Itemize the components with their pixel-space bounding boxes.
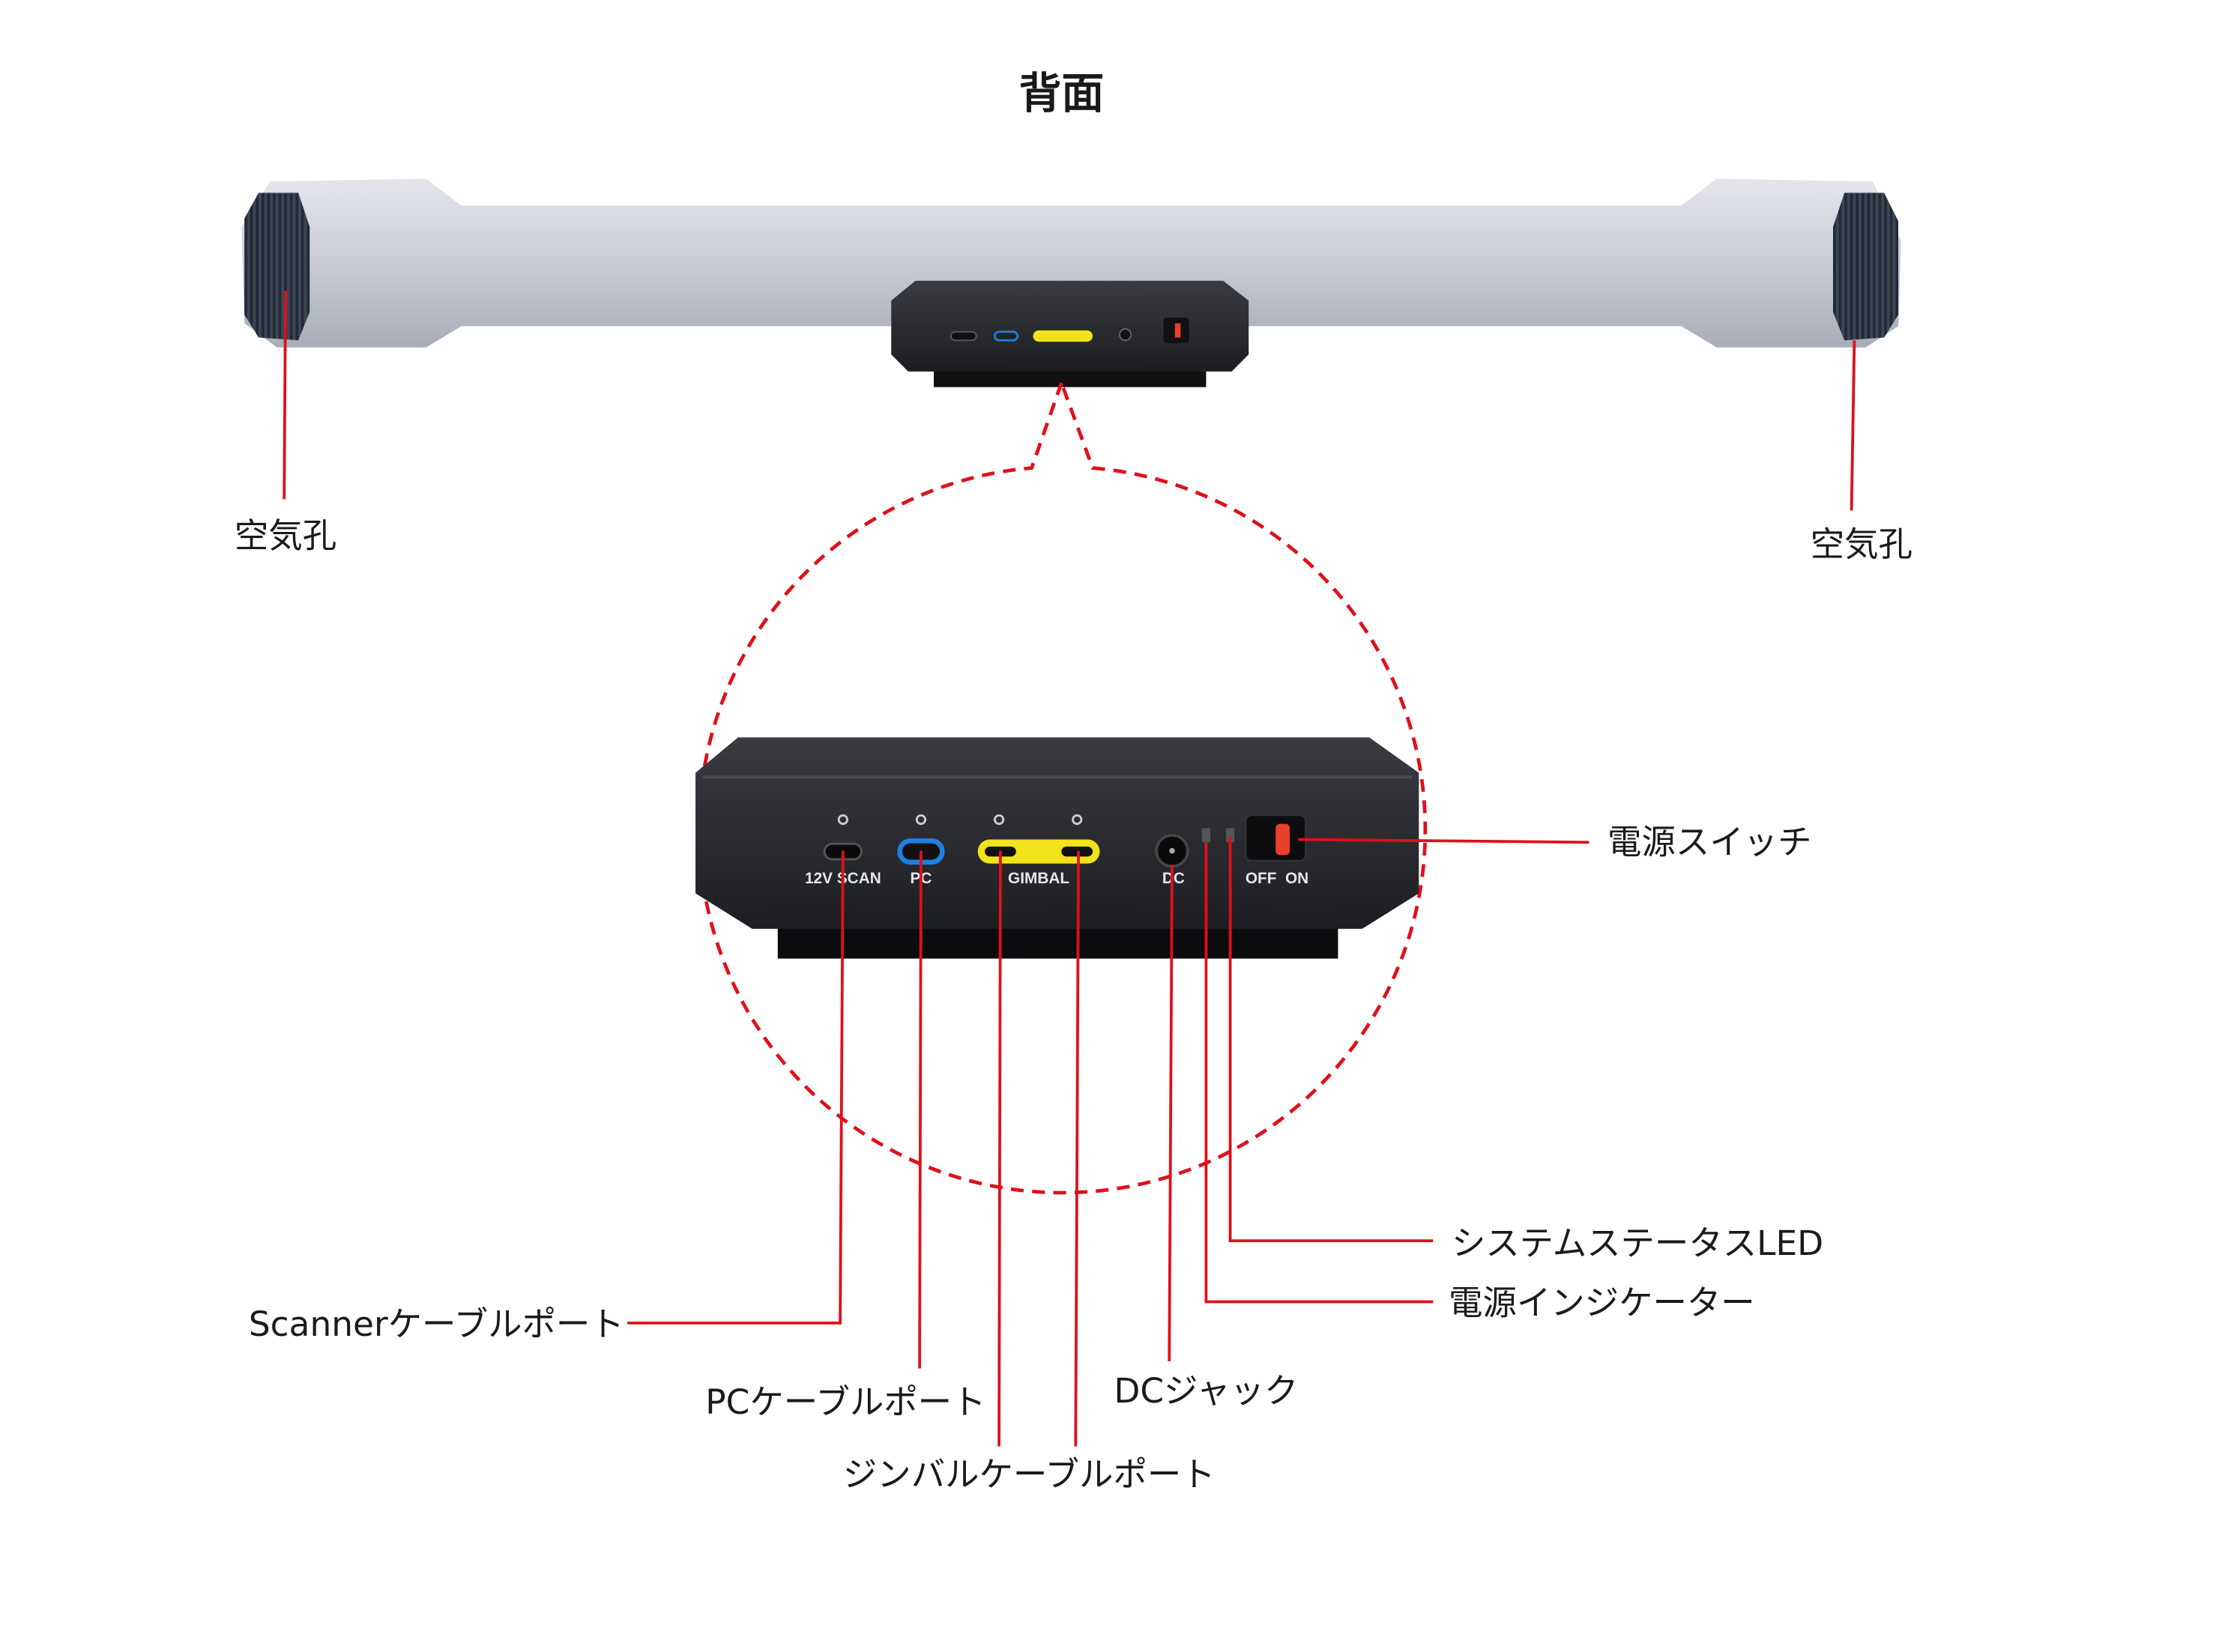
leader-vent-right <box>1850 340 1856 511</box>
leader-power-indicator <box>1204 842 1434 1304</box>
page-title: 背面 <box>1019 69 1105 118</box>
callout-gimbal-port: ジンバルケーブルポート <box>843 1455 1216 1495</box>
magnifier-outline <box>697 378 1428 1195</box>
leader-scanner-port <box>627 850 845 1325</box>
leader-gimbal-port-2 <box>1074 850 1080 1447</box>
leader-dc-jack <box>1168 865 1174 1362</box>
gimbal-port <box>977 839 1100 864</box>
port-label-switch: OFF ON <box>1246 870 1308 887</box>
callout-vent-left: 空気孔 <box>235 516 336 556</box>
leader-status-led <box>1228 836 1434 1243</box>
power-indicator-led <box>1201 828 1211 843</box>
control-box-small <box>891 280 1249 387</box>
status-led <box>1225 828 1235 843</box>
leader-power-switch <box>1298 838 1589 844</box>
callout-power-indicator: 電源インジケーター <box>1449 1283 1755 1323</box>
scanner-bar <box>241 178 1901 348</box>
callout-scanner-port: Scannerケーブルポート <box>249 1304 624 1344</box>
vent-grille-left <box>244 193 310 341</box>
callout-status-led: システムステータスLED <box>1452 1223 1823 1263</box>
callout-vent-right: 空気孔 <box>1811 524 1912 564</box>
vent-grille-right <box>1832 193 1899 341</box>
callout-pc-port: PCケーブルポート <box>705 1382 985 1422</box>
leader-gimbal-port-1 <box>997 850 1002 1447</box>
callout-dc-jack: DCジャック <box>1114 1371 1298 1411</box>
control-box-zoomed: 12V SCAN PC GIMBAL DC OFF ON <box>695 737 1419 959</box>
leader-vent-left <box>283 290 287 500</box>
leader-pc-port <box>918 850 923 1369</box>
port-label-gimbal: GIMBAL <box>1008 870 1069 887</box>
port-label-dc: DC <box>1162 870 1185 887</box>
callout-power-switch: 電源スイッチ <box>1607 822 1811 862</box>
